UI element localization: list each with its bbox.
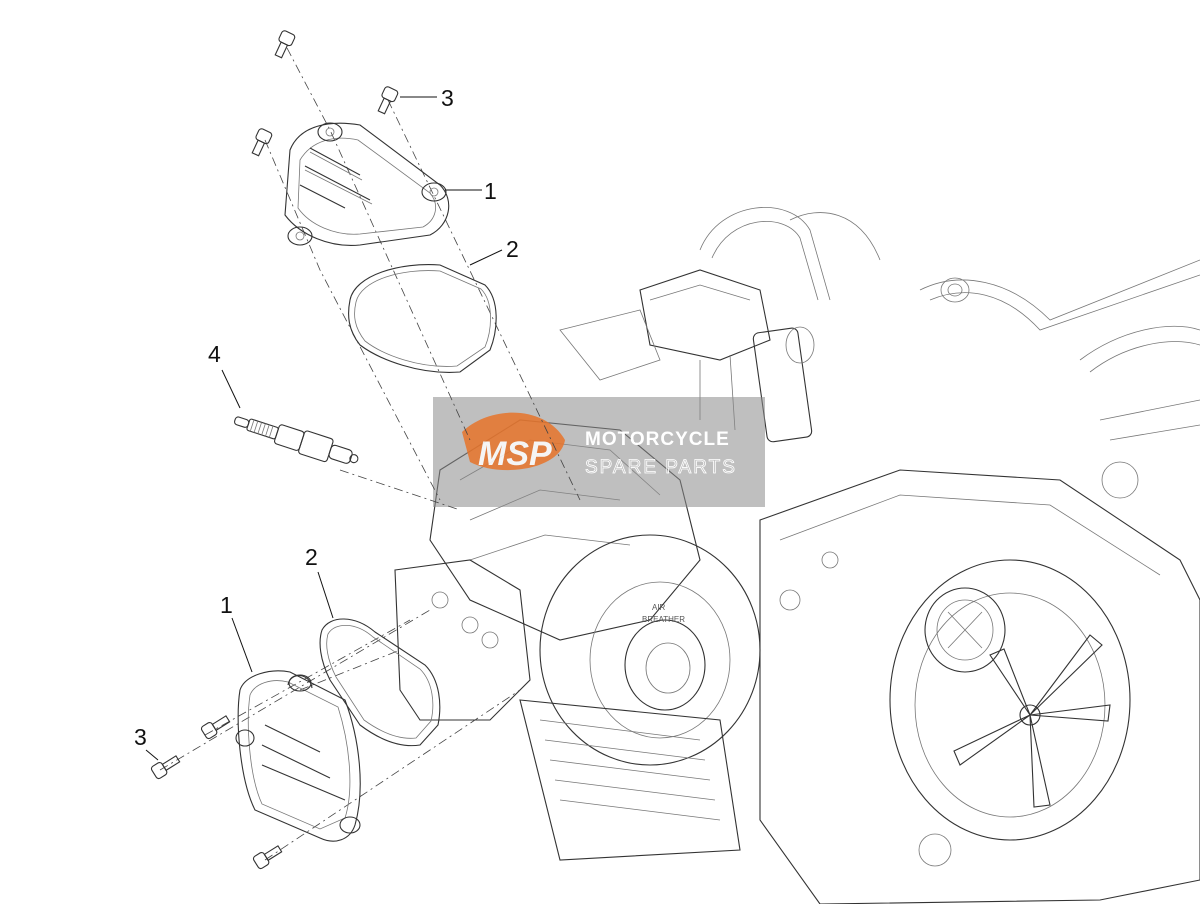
- callout-4: 4: [208, 341, 221, 367]
- watermark-logo-shape: [462, 412, 565, 471]
- screw-top-2: [377, 86, 399, 115]
- valve-cover-top: [284, 122, 450, 246]
- spark-plug: [233, 416, 359, 464]
- stamp-air: AIR: [652, 603, 666, 612]
- callout-1-top: 1: [484, 178, 497, 204]
- callout-2-bottom: 2: [305, 544, 318, 570]
- watermark: MSP MOTORCYCLE SPARE PARTS: [433, 397, 765, 507]
- screw-bottom-2: [150, 755, 181, 780]
- valve-cover-bottom: [235, 670, 361, 842]
- watermark-logo: MSP: [478, 435, 552, 473]
- callout-2-top: 2: [506, 236, 519, 262]
- callout-3-bottom: 3: [134, 724, 147, 750]
- screw-top-3: [251, 128, 273, 157]
- callouts: 3 1 2 4 2 1 3: [134, 85, 519, 761]
- stamp-breather: BREATHER: [642, 615, 685, 624]
- watermark-subtitle: SPARE PARTS: [585, 457, 737, 478]
- callout-1-bottom: 1: [220, 592, 233, 618]
- engine-assembly: AIR BREATHER: [394, 207, 1200, 904]
- callout-3-top: 3: [441, 85, 454, 111]
- screw-bottom-1: [200, 715, 231, 740]
- screw-top-1: [274, 30, 296, 59]
- watermark-title: MOTORCYCLE: [585, 429, 730, 450]
- gasket-top: [348, 264, 497, 373]
- gasket-bottom: [319, 618, 441, 747]
- screw-bottom-3: [252, 845, 283, 870]
